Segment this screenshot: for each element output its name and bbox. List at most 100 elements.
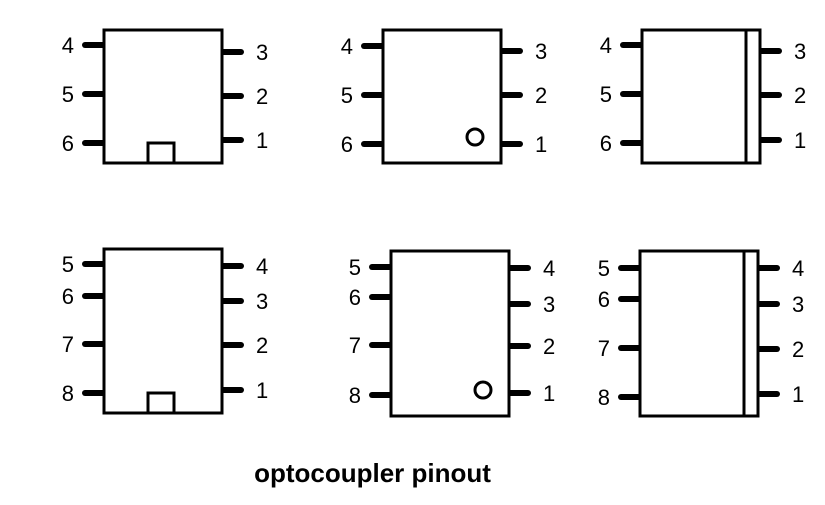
pin-number-right: 2 (543, 334, 555, 359)
pin-lead-right (220, 263, 244, 269)
pin-lead-left (82, 140, 106, 146)
package-body (102, 247, 224, 415)
pin-number-left: 5 (349, 255, 361, 280)
pin1-stripe-marker (742, 249, 760, 418)
pin-lead-right (756, 391, 780, 397)
pin-lead-left (361, 43, 385, 49)
pin-number-right: 1 (794, 128, 806, 153)
pin-lead-right (499, 141, 523, 147)
pin-lead-left (620, 140, 644, 146)
pin-number-right: 1 (256, 128, 268, 153)
package-body (638, 249, 760, 418)
pin-number-right: 1 (792, 382, 804, 407)
pin-lead-right (499, 92, 523, 98)
pin-lead-right (758, 48, 782, 54)
package-8-pin-dot: 5 6 7 8 4 3 2 1 (349, 249, 555, 418)
pin-number-right: 3 (543, 292, 555, 317)
pin-number-left: 5 (600, 82, 612, 107)
pin-lead-right (220, 137, 244, 143)
package-body (381, 28, 503, 165)
pin-number-right: 1 (535, 132, 547, 157)
pin-number-left: 8 (349, 383, 361, 408)
pin-number-left: 6 (600, 131, 612, 156)
pin-lead-left (82, 261, 106, 267)
package-6-pin-notch: 4 5 6 3 2 1 (62, 28, 268, 165)
pin-number-left: 4 (62, 33, 74, 58)
pin-lead-right (220, 49, 244, 55)
pin1-stripe-marker (744, 28, 762, 165)
pin-lead-left (369, 392, 393, 398)
pin-number-right: 3 (256, 289, 268, 314)
pin-number-left: 5 (341, 83, 353, 108)
pin-number-right: 3 (535, 39, 547, 64)
package-body (102, 28, 224, 165)
pin-lead-left (618, 394, 642, 400)
pin-number-left: 5 (62, 252, 74, 277)
pin-number-right: 4 (543, 256, 555, 281)
pin-lead-right (756, 346, 780, 352)
pin-number-left: 5 (598, 256, 610, 281)
pin-lead-left (618, 265, 642, 271)
pin-number-left: 6 (341, 132, 353, 157)
pin-number-right: 2 (792, 337, 804, 362)
pin-number-left: 7 (598, 336, 610, 361)
pin-lead-right (507, 343, 531, 349)
pin-number-left: 7 (349, 333, 361, 358)
pin-number-right: 2 (256, 333, 268, 358)
pin-number-right: 2 (256, 84, 268, 109)
pin-lead-right (499, 48, 523, 54)
pin-lead-right (220, 93, 244, 99)
pin-lead-right (756, 301, 780, 307)
pin-lead-right (220, 342, 244, 348)
package-8-pin-notch: 5 6 7 8 4 3 2 1 (62, 247, 268, 415)
pin-number-left: 4 (600, 33, 612, 58)
pin-lead-left (82, 293, 106, 299)
pin-number-right: 2 (794, 83, 806, 108)
pin-number-right: 4 (792, 256, 804, 281)
pin-number-left: 6 (62, 131, 74, 156)
pin-number-left: 4 (341, 34, 353, 59)
pin-lead-left (82, 341, 106, 347)
pin-lead-left (618, 345, 642, 351)
pin1-notch-marker (146, 391, 176, 415)
pin-lead-left (618, 296, 642, 302)
pin-lead-left (82, 390, 106, 396)
pin-lead-right (758, 137, 782, 143)
package-6-pin-stripe: 4 5 6 3 2 1 (600, 28, 806, 165)
pin1-notch-marker (146, 141, 176, 165)
pin-number-left: 8 (62, 381, 74, 406)
pin-number-left: 6 (598, 287, 610, 312)
pin-lead-right (507, 390, 531, 396)
pin-lead-left (369, 264, 393, 270)
pin1-dot-marker (473, 380, 493, 400)
pin-lead-left (620, 42, 644, 48)
pin-lead-left (369, 342, 393, 348)
pin-lead-left (361, 92, 385, 98)
pin-number-right: 1 (256, 378, 268, 403)
pin-lead-right (220, 387, 244, 393)
pin-number-left: 7 (62, 332, 74, 357)
pin-lead-right (758, 92, 782, 98)
pin-lead-right (756, 265, 780, 271)
pin-lead-left (620, 91, 644, 97)
pin-number-right: 3 (256, 40, 268, 65)
pin1-dot-marker (465, 127, 485, 147)
pin-number-right: 2 (535, 83, 547, 108)
package-6-pin-dot: 4 5 6 3 2 1 (341, 28, 547, 165)
diagram-caption: optocoupler pinout (254, 458, 491, 488)
pin-lead-right (220, 298, 244, 304)
pin-number-right: 1 (543, 381, 555, 406)
pin-number-right: 3 (794, 39, 806, 64)
pin-number-left: 6 (62, 284, 74, 309)
pin-number-left: 6 (349, 285, 361, 310)
pin-lead-left (82, 42, 106, 48)
pin-lead-left (369, 294, 393, 300)
pin-number-left: 8 (598, 385, 610, 410)
pin-number-right: 4 (256, 254, 268, 279)
pin-number-left: 5 (62, 82, 74, 107)
pin-lead-left (361, 141, 385, 147)
pin-lead-left (82, 91, 106, 97)
package-body (640, 28, 762, 165)
